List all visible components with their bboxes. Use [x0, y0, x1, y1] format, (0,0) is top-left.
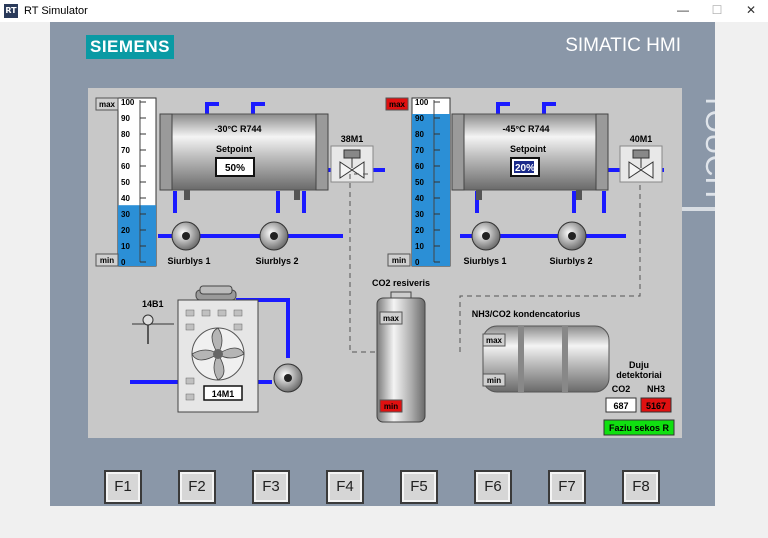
f2-key[interactable]: F2 [178, 470, 216, 504]
left-setpoint-value: 50% [225, 163, 245, 174]
f4-key[interactable]: F4 [326, 470, 364, 504]
valve-40m1-label: 40M1 [630, 134, 653, 144]
function-keys: F1 F2 F3 F4 F5 F6 F7 F8 [104, 470, 684, 504]
right-setpoint-value: 20% [515, 163, 535, 174]
receiver-min-label: min [384, 402, 398, 411]
right-unit-tick-label: 30 [415, 210, 424, 219]
receiver-tank [376, 297, 426, 423]
right-unit-tick-label: 10 [415, 242, 424, 251]
right-unit-tick-label: 40 [415, 194, 424, 203]
right-setpoint-label: Setpoint [510, 144, 546, 154]
right-pump-2-label: Siurblys 2 [549, 256, 592, 266]
left-unit-tick-label: 30 [121, 210, 130, 219]
co2-label: CO2 [612, 384, 631, 394]
close-button[interactable]: ✕ [745, 3, 757, 17]
gas-detectors: Duju detektoriai CO2 NH3 687 5167 [605, 360, 672, 413]
right-unit-tick-label: 100 [415, 98, 429, 107]
f6-key[interactable]: F6 [474, 470, 512, 504]
left-temp-label: -30°C R744 [214, 124, 261, 134]
right-unit-tick-label: 70 [415, 146, 424, 155]
right-pump-1-label: Siurblys 1 [463, 256, 506, 266]
touch-label: TOUCH [699, 92, 715, 198]
fan-unit-label: 14M1 [212, 389, 235, 399]
temperature-sensor-icon [142, 314, 154, 326]
right-unit-tick-label: 50 [415, 178, 424, 187]
receiver-min-alarm [379, 399, 403, 413]
left-level-fill [118, 205, 156, 266]
left-unit-tick-label: 100 [121, 98, 135, 107]
touch-text: TOUCH [699, 92, 715, 198]
sensor-14b1-label: 14B1 [142, 299, 164, 309]
hmi-title: SIMATIC HMI [565, 35, 681, 56]
receiver-title: CO2 resiveris [372, 278, 430, 288]
nh3-co2-condenser: NH3/CO2 kondencatorius max min [472, 309, 610, 393]
minimize-button[interactable]: — [677, 3, 689, 17]
right-level-fill [412, 114, 450, 266]
condenser-max-label: max [486, 336, 503, 345]
condenser-min-label: min [487, 376, 501, 385]
f3-key[interactable]: F3 [252, 470, 290, 504]
left-unit-tick-label: 10 [121, 242, 130, 251]
condenser-vessel [482, 325, 610, 393]
left-min-label: min [100, 256, 114, 265]
nh3-label: NH3 [647, 384, 665, 394]
gas-title-1: Duju [629, 360, 649, 370]
phase-button[interactable]: Faziu sekos R [603, 419, 675, 436]
right-unit-tick-label: 20 [415, 226, 424, 235]
right-unit-tick-label: 90 [415, 114, 424, 123]
right-unit-tick-label: 60 [415, 162, 424, 171]
f8-key[interactable]: F8 [622, 470, 660, 504]
left-pump-2-label: Siurblys 2 [255, 256, 298, 266]
gas-title-2: detektoriai [616, 370, 662, 380]
window-titlebar: RT RT Simulator — ☐ ✕ [0, 0, 768, 22]
left-unit-tick-label: 80 [121, 130, 130, 139]
condenser-title: NH3/CO2 kondencatorius [472, 309, 581, 319]
right-min-label: min [392, 256, 406, 265]
left-unit-tick-label: 70 [121, 146, 130, 155]
touch-bar [680, 207, 715, 211]
fan-condenser-area: 14M1 14B1 [130, 285, 303, 413]
left-unit-tick-label: 20 [121, 226, 130, 235]
f1-key[interactable]: F1 [104, 470, 142, 504]
receiver-max-label: max [383, 314, 400, 323]
right-temp-label: -45°C R744 [502, 124, 549, 134]
window-title: RT Simulator [24, 5, 88, 17]
valve-38m1-label: 38M1 [341, 134, 364, 144]
maximize-button[interactable]: ☐ [711, 3, 723, 17]
left-setpoint-field[interactable] [215, 157, 255, 177]
left-unit-tick-label: 50 [121, 178, 130, 187]
right-max-alarm [385, 97, 409, 111]
left-unit-tick-label: 40 [121, 194, 130, 203]
left-pump-1-label: Siurblys 1 [167, 256, 210, 266]
right-unit-tick-label: 80 [415, 130, 424, 139]
left-max-label: max [99, 100, 116, 109]
left-setpoint-label: Setpoint [216, 144, 252, 154]
phase-button-bg[interactable] [603, 419, 675, 436]
co2-value: 687 [613, 401, 628, 411]
f7-key[interactable]: F7 [548, 470, 586, 504]
right-unit-tick-label: 0 [415, 258, 420, 267]
siemens-logo: SIEMENS [86, 35, 174, 59]
f5-key[interactable]: F5 [400, 470, 438, 504]
phase-button-label: Faziu sekos R [609, 423, 670, 433]
left-unit-tick-label: 0 [121, 258, 126, 267]
left-unit-tick-label: 60 [121, 162, 130, 171]
app-icon: RT [4, 4, 18, 18]
nh3-value: 5167 [646, 401, 666, 411]
co2-receiver: CO2 resiveris max min [372, 278, 430, 423]
right-max-label: max [389, 100, 406, 109]
signal-lines [349, 173, 641, 353]
left-unit-tick-label: 90 [121, 114, 130, 123]
